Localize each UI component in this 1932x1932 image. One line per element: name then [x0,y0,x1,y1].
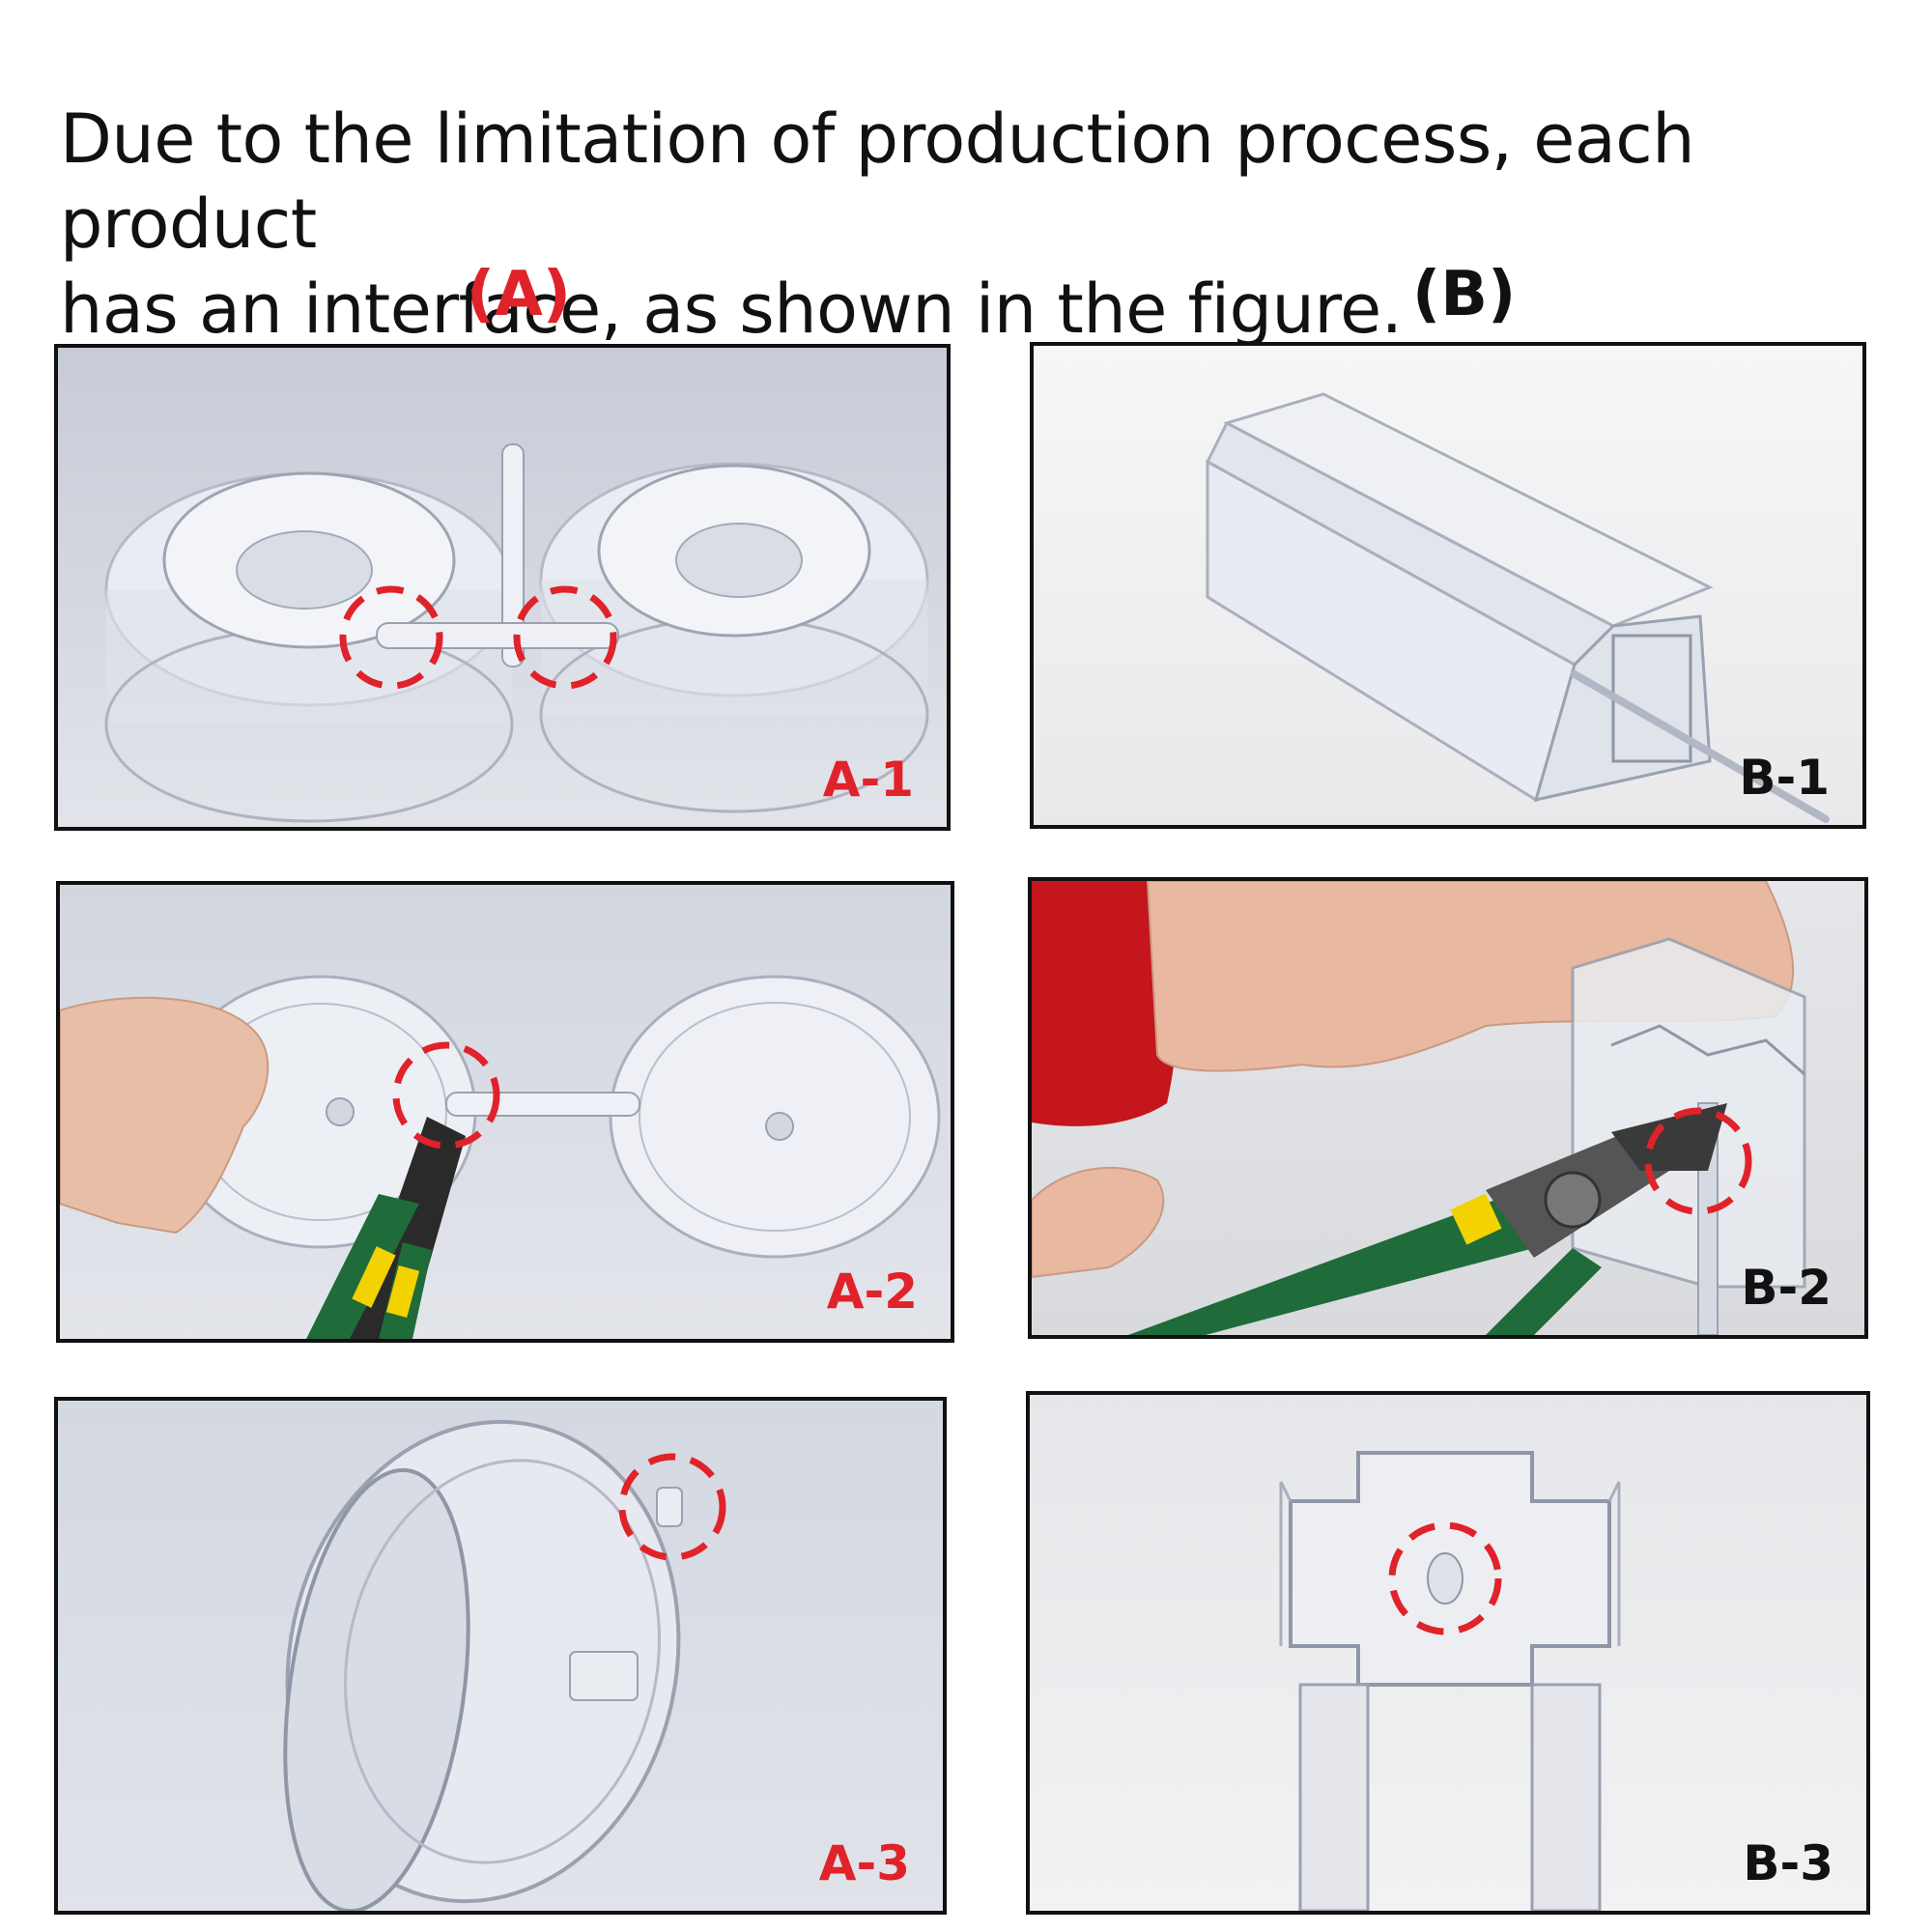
panel-label-b2: B-2 [1741,1260,1832,1316]
panel-a1: A-1 [54,344,951,831]
headline-line-1: Due to the limitation of production proc… [60,99,1695,264]
column-label-b: (B) [1412,259,1517,330]
panel-label-b3: B-3 [1743,1835,1833,1891]
headline: Due to the limitation of production proc… [60,97,1895,352]
panel-label-b1: B-1 [1739,750,1830,806]
panel-b3: B-3 [1026,1391,1870,1915]
photo-a1 [58,348,947,827]
panel-a2: A-2 [56,881,954,1343]
column-label-a: (A) [467,259,572,330]
photo-b2 [1032,881,1864,1335]
headline-line-2: has an interface, as shown in the figure… [60,270,1403,349]
panel-label-a3: A-3 [818,1835,910,1891]
panel-b2: B-2 [1028,877,1868,1339]
panel-label-a2: A-2 [826,1264,918,1320]
panel-a3: A-3 [54,1397,947,1915]
photo-a2 [60,885,951,1339]
panel-label-a1: A-1 [822,752,914,808]
photo-a3 [58,1401,943,1911]
photo-b3 [1030,1395,1866,1911]
photo-b1 [1034,346,1862,825]
panel-b1: B-1 [1030,342,1866,829]
